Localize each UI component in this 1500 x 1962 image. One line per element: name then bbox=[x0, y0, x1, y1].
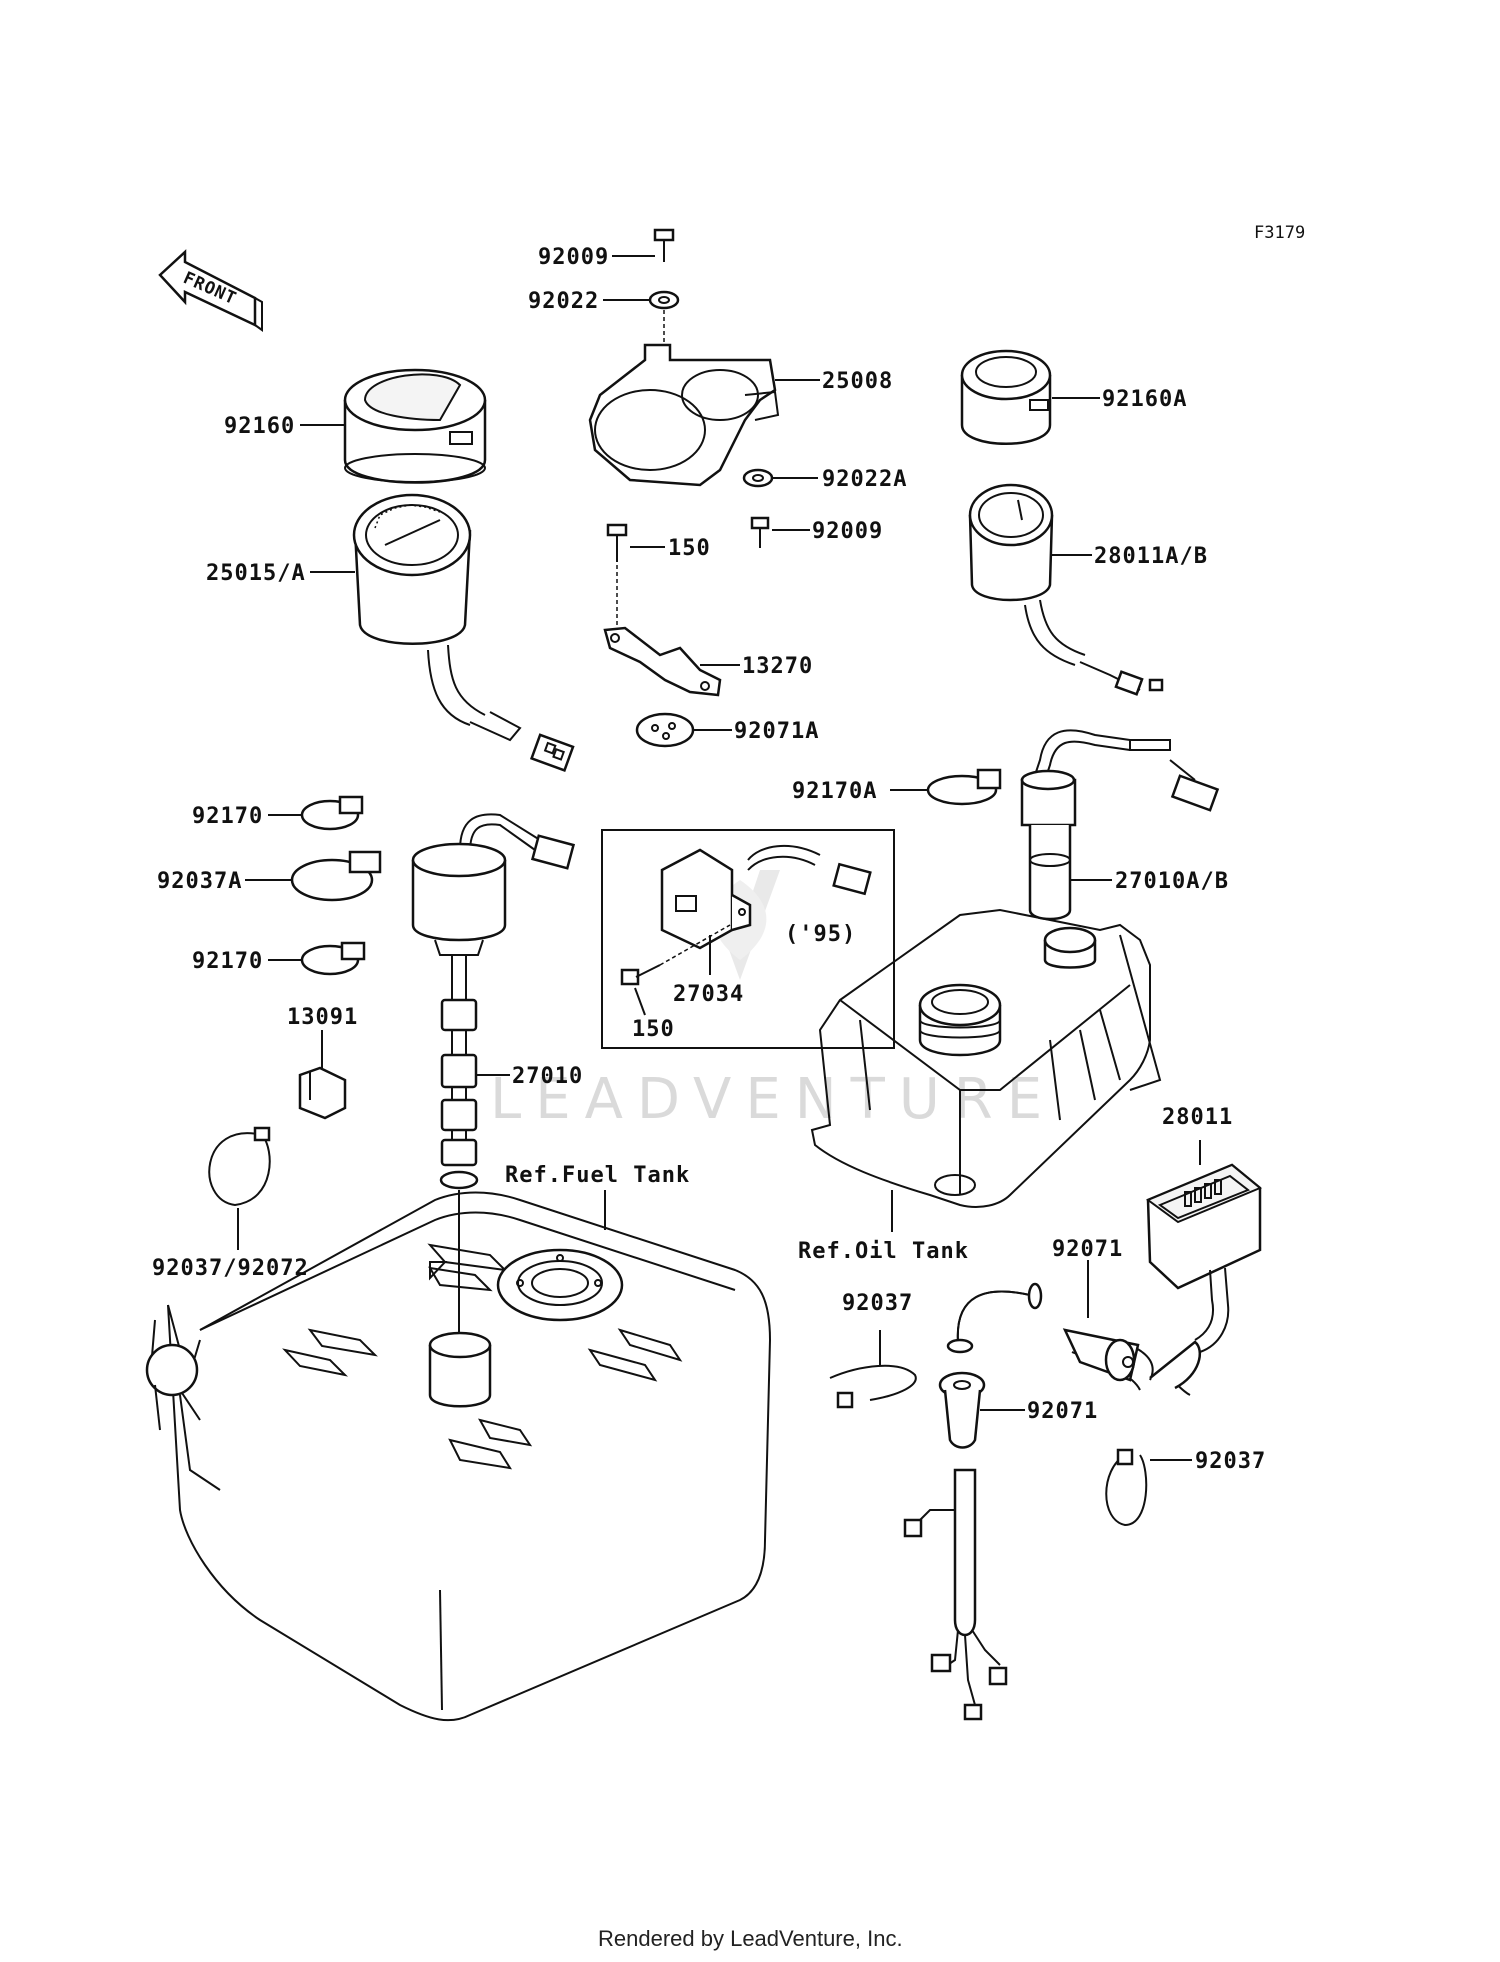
strap-92037-b-icon bbox=[1105, 1448, 1148, 1527]
oil-tank-icon bbox=[810, 908, 1162, 1208]
label-25008: 25008 bbox=[822, 369, 893, 394]
grommet-92071-b-icon bbox=[903, 1371, 1008, 1721]
label-92071A: 92071A bbox=[734, 719, 819, 744]
oil-level-sensor-27010AB-icon bbox=[1020, 729, 1220, 921]
label-150-top: 150 bbox=[668, 536, 711, 561]
screw-92009-mid-icon bbox=[750, 516, 770, 548]
label-150-inset: 150 bbox=[632, 1017, 675, 1042]
label-92037A: 92037A bbox=[157, 869, 242, 894]
gauge-cover-92160A-icon bbox=[960, 349, 1052, 445]
label-92009-top: 92009 bbox=[538, 245, 609, 270]
label-92037-b: 92037 bbox=[1195, 1449, 1266, 1474]
speedometer-25015-icon bbox=[352, 493, 575, 772]
washer-92022-icon bbox=[648, 290, 680, 310]
label-92037-a: 92037 bbox=[842, 1291, 913, 1316]
bracket-13270-icon bbox=[603, 626, 722, 697]
diagram-code: F3179 bbox=[1254, 223, 1305, 243]
label-28011: 28011 bbox=[1162, 1105, 1233, 1130]
label-27034: 27034 bbox=[673, 982, 744, 1007]
inset-box bbox=[601, 829, 895, 1049]
gauge-cover-92160-icon bbox=[343, 368, 487, 484]
clamp-92170-b-icon bbox=[300, 941, 366, 976]
label-28011AB: 28011A/B bbox=[1094, 544, 1208, 569]
label-92022A: 92022A bbox=[822, 467, 907, 492]
fuel-tank-icon bbox=[145, 1191, 772, 1722]
label-92170A: 92170A bbox=[792, 779, 877, 804]
display-unit-28011-icon bbox=[1145, 1163, 1262, 1353]
label-92071-a: 92071 bbox=[1052, 1237, 1123, 1262]
screw-92009-top-icon bbox=[653, 228, 675, 262]
meter-bracket-25008-icon bbox=[588, 343, 780, 487]
bolt-150-top-icon bbox=[606, 523, 628, 562]
strap-92037-a-icon bbox=[829, 1364, 917, 1409]
label-92170-b: 92170 bbox=[192, 949, 263, 974]
label-92160A: 92160A bbox=[1102, 387, 1187, 412]
label-13091: 13091 bbox=[287, 1005, 358, 1030]
ref-fuel-tank: Ref.Fuel Tank bbox=[505, 1163, 690, 1188]
clamp-92170A-icon bbox=[926, 768, 1002, 806]
hose-icon bbox=[946, 1282, 1043, 1354]
label-27010: 27010 bbox=[512, 1064, 583, 1089]
label-92009-mid: 92009 bbox=[812, 519, 883, 544]
fuel-level-sensor-27010-icon bbox=[411, 813, 576, 1340]
front-arrow-icon: FRONT bbox=[158, 249, 263, 332]
label-27010AB: 27010A/B bbox=[1115, 869, 1229, 894]
label-13270: 13270 bbox=[742, 654, 813, 679]
label-92170-a: 92170 bbox=[192, 804, 263, 829]
label-92160: 92160 bbox=[224, 414, 295, 439]
part-13091-icon bbox=[298, 1066, 347, 1120]
washer-92022A-icon bbox=[742, 468, 774, 488]
label-25015A: 25015/A bbox=[206, 561, 306, 586]
grommet-92071-a-icon bbox=[1062, 1328, 1202, 1396]
strap-92037-92072-icon bbox=[208, 1126, 271, 1207]
footer-credit: Rendered by LeadVenture, Inc. bbox=[598, 1926, 903, 1951]
label-92037-92072: 92037/92072 bbox=[152, 1256, 309, 1281]
grommet-92071A-icon bbox=[635, 712, 695, 748]
watermark: LEADVENTURE bbox=[490, 1067, 1056, 1132]
inset-note: ('95) bbox=[785, 922, 856, 947]
label-92022: 92022 bbox=[528, 289, 599, 314]
label-92071-b: 92071 bbox=[1027, 1399, 1098, 1424]
clamp-92170-a-icon bbox=[300, 795, 364, 831]
clamp-92037A-icon bbox=[290, 850, 382, 902]
ref-oil-tank: Ref.Oil Tank bbox=[798, 1239, 969, 1264]
gauge-28011AB-icon bbox=[968, 483, 1164, 696]
